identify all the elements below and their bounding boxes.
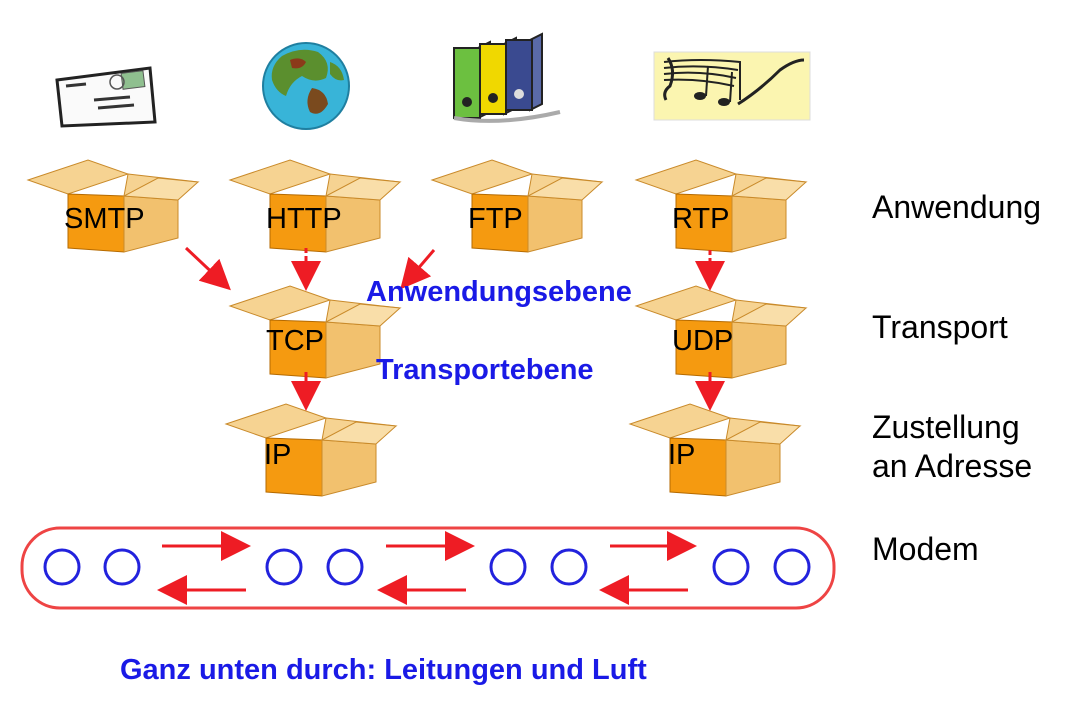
svg-text:UDP: UDP — [672, 325, 733, 357]
signal-circle — [43, 548, 81, 586]
signal-circle — [265, 548, 303, 586]
layer-label-adresse: an Adresse — [872, 448, 1033, 484]
svg-text:RTP: RTP — [672, 203, 729, 235]
rtp-box: RTP — [635, 159, 807, 253]
signal-circle — [550, 548, 588, 586]
layer-label-modem: Modem — [872, 531, 979, 567]
modem-container — [20, 526, 836, 610]
svg-text:HTTP: HTTP — [266, 203, 342, 235]
signal-circle — [103, 548, 141, 586]
layer-label-transport: Transport — [872, 309, 1008, 345]
application-level-label: Anwendungsebene — [366, 276, 632, 308]
layer-label-zustellung: Zustellung — [872, 409, 1020, 445]
ip-box-right: IP — [629, 403, 801, 497]
tcp-box: TCP — [229, 285, 401, 379]
signal-circle — [489, 548, 527, 586]
postcard-icon — [55, 66, 157, 128]
smtp-box: SMTP — [27, 159, 199, 253]
layer-label-anwendung: Anwendung — [872, 189, 1042, 225]
svg-text:IP: IP — [264, 439, 291, 471]
ip-box-left: IP — [225, 403, 397, 497]
http-box: HTTP — [229, 159, 401, 253]
music-notes-icon — [653, 51, 811, 121]
transport-level-label: Transportebene — [376, 354, 594, 386]
svg-text:TCP: TCP — [266, 325, 324, 357]
arrow-ftp-tcp — [400, 249, 436, 290]
ftp-box: FTP — [431, 159, 603, 253]
udp-box: UDP — [635, 285, 807, 379]
svg-text:IP: IP — [668, 439, 695, 471]
svg-text:SMTP: SMTP — [64, 203, 145, 235]
signal-circle — [326, 548, 364, 586]
signal-circle — [773, 548, 811, 586]
globe-icon — [262, 42, 350, 130]
svg-text:FTP: FTP — [468, 203, 523, 235]
arrow-smtp-tcp — [184, 246, 231, 291]
footer-caption: Ganz unten durch: Leitungen und Luft — [120, 654, 647, 686]
binders-icon — [453, 32, 561, 123]
signal-circle — [712, 548, 750, 586]
